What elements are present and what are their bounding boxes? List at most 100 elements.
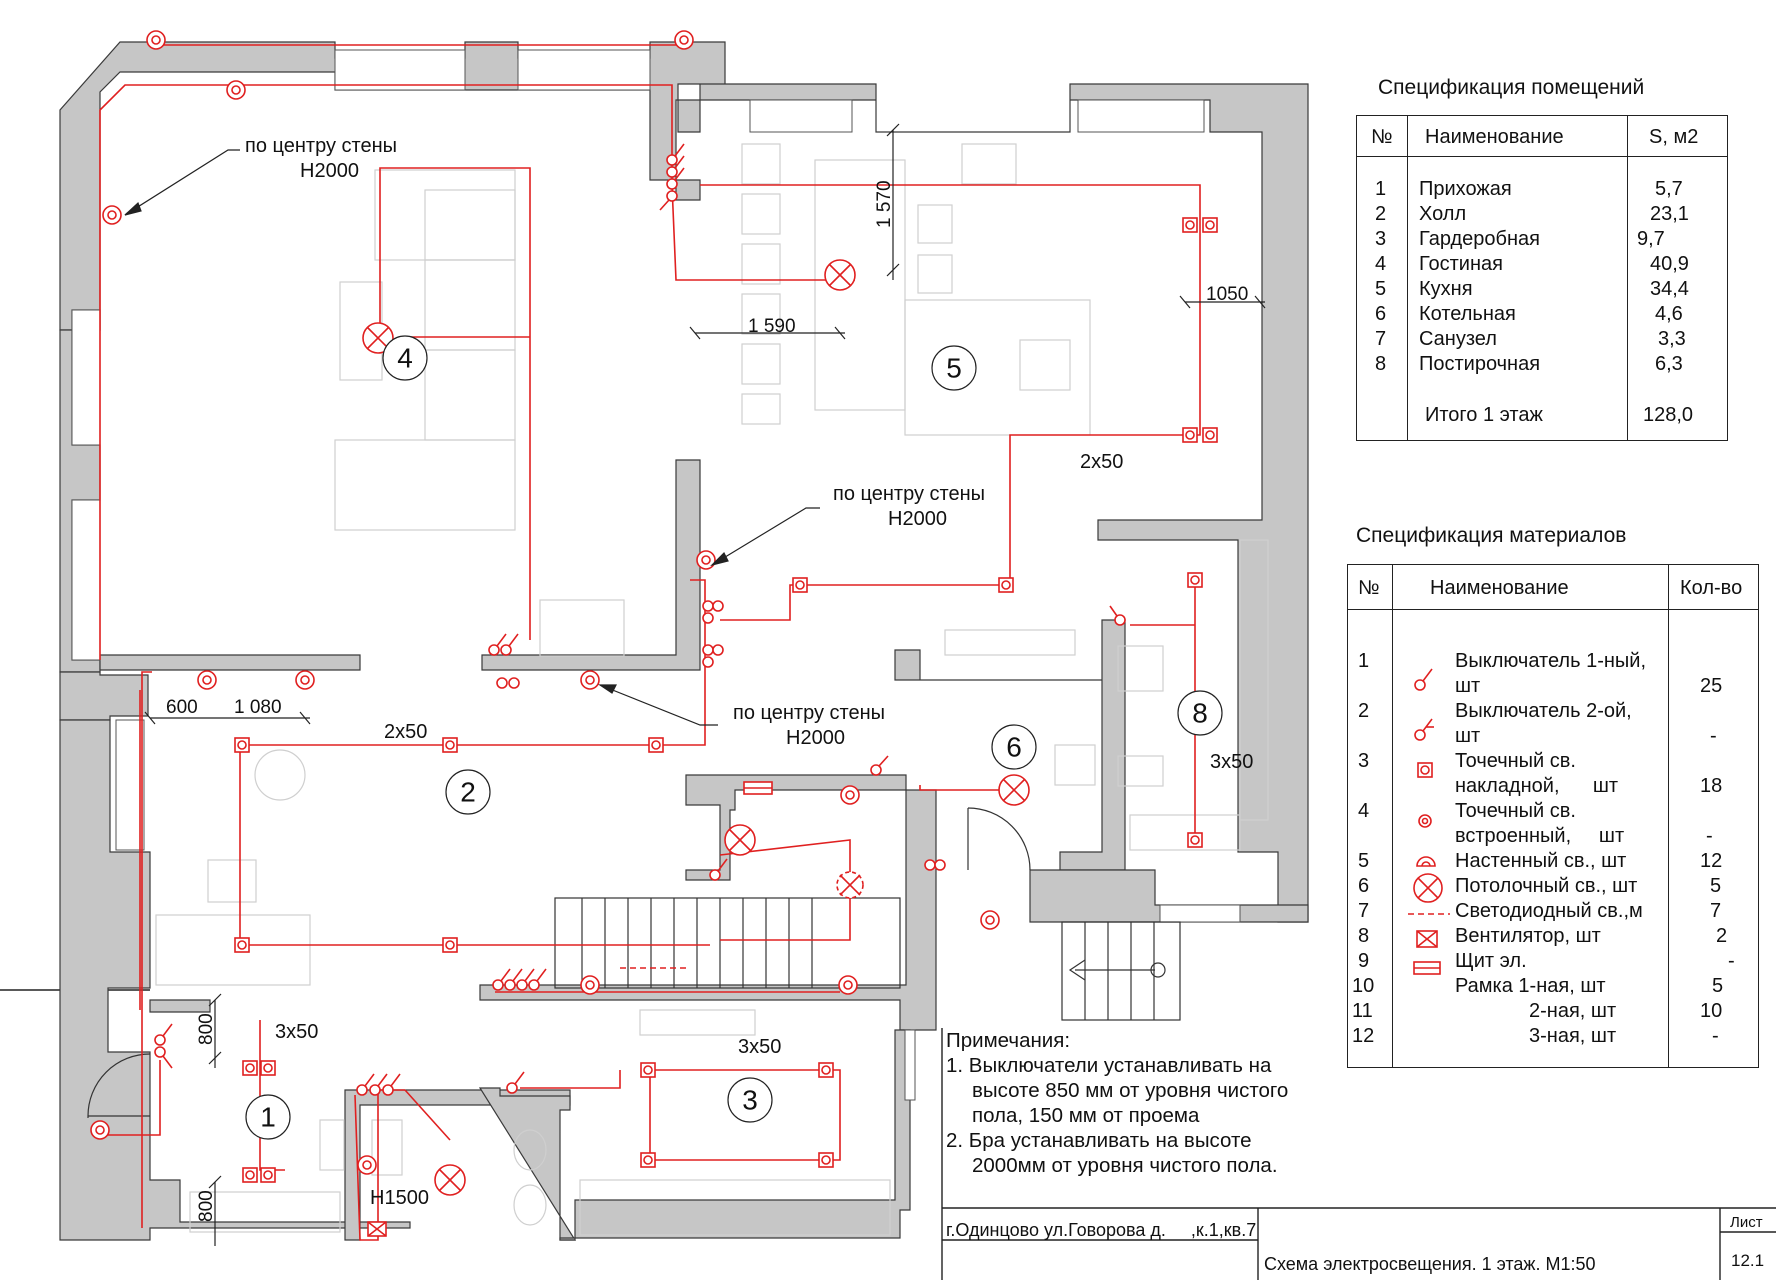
- fan-icon: [1416, 930, 1438, 948]
- room-num: 5: [1375, 278, 1387, 300]
- svg-text:8: 8: [1192, 698, 1208, 729]
- mat-num: 6: [1358, 875, 1370, 897]
- mat-name-2: накладной, шт: [1455, 775, 1619, 797]
- mat-name: Выключатель 2-ой,: [1455, 700, 1632, 722]
- drawing-title: Схема электросвещения. 1 этаж. М1:50: [1264, 1254, 1596, 1274]
- mat-qty: 5: [1710, 875, 1722, 897]
- wall-center-note: по центру стены: [833, 483, 985, 505]
- room-marker: 4: [382, 335, 428, 381]
- room-num: 8: [1375, 353, 1387, 375]
- mat-name: Точечный св.: [1455, 750, 1576, 772]
- ceiling-light-icon: [824, 259, 856, 291]
- room-name: Кухня: [1419, 278, 1473, 300]
- room-num: 1: [1375, 178, 1387, 200]
- mat-name: Выключатель 1-ный,: [1455, 650, 1646, 672]
- title-block: г.Одинцово ул.Говорова д. ,к.1,кв.7 Схем…: [942, 1208, 1776, 1280]
- mat-name: Рамка 1-ная, шт: [1455, 975, 1606, 997]
- dim-label: 800: [196, 1013, 217, 1045]
- room-num: 4: [1375, 253, 1387, 275]
- plan-annotations: по центру стены H2000 по центру стены H2…: [166, 135, 1253, 1222]
- room-area: 4,6: [1655, 303, 1683, 325]
- room-name: Санузел: [1419, 328, 1497, 350]
- mat-qty: -: [1712, 1025, 1719, 1047]
- ceiling-light-icon: [434, 1164, 466, 1196]
- col-qty-header: Кол-во: [1680, 577, 1743, 599]
- wall-light-icons: [90, 30, 1000, 1175]
- mat-name: Светодиодный св.,м: [1455, 900, 1643, 922]
- mat-name: Потолочный св., шт: [1455, 875, 1638, 897]
- room-marker: 3: [727, 1077, 773, 1123]
- mat-qty: 2: [1716, 925, 1728, 947]
- mat-num: 9: [1358, 950, 1370, 972]
- leader-lines: [124, 149, 820, 726]
- room-name: Прихожая: [1419, 178, 1512, 200]
- cable-label: 3x50: [275, 1021, 318, 1043]
- note-item: 2. Бра устанавливать на высоте 2000мм от…: [946, 1129, 1278, 1177]
- drawing-frame: [0, 989, 1776, 1280]
- wall-center-height: H2000: [888, 508, 947, 530]
- mat-num: 8: [1358, 925, 1370, 947]
- room-name: Холл: [1419, 203, 1467, 225]
- svg-text:4: 4: [397, 343, 413, 374]
- mat-qty: 5: [1712, 975, 1724, 997]
- materials-legend-symbols: [1408, 668, 1450, 975]
- mat-num: 10: [1352, 975, 1375, 997]
- materials-spec-table: № Наименование Кол-во 1 Выключатель 1-ны…: [1347, 564, 1759, 1068]
- rooms-spec-table: № Наименование S, м2 1 Прихожая 5,7 2 Хо…: [1356, 115, 1728, 441]
- svg-text:5: 5: [946, 353, 962, 384]
- dim-label: 1050: [1206, 284, 1248, 305]
- cable-label: 3x50: [738, 1036, 781, 1058]
- ceiling-light-icon: [1413, 873, 1443, 903]
- height-note: Н1500: [370, 1187, 429, 1209]
- sheet-number: 12.1: [1731, 1251, 1765, 1270]
- dim-label: 800: [196, 1190, 217, 1222]
- ceiling-light-icon: [998, 774, 1030, 806]
- room-marker: 8: [1177, 690, 1223, 736]
- room-marker: 5: [931, 345, 977, 391]
- svg-text:6: 6: [1006, 732, 1022, 763]
- dim-label: 1 570: [874, 180, 895, 228]
- mat-qty: -: [1728, 950, 1735, 972]
- wall-light-icon: [1416, 856, 1436, 867]
- col-name-header: Наименование: [1430, 577, 1569, 599]
- mat-qty: -: [1706, 825, 1713, 847]
- windows: [71, 49, 1241, 1101]
- mat-num: 2: [1358, 700, 1370, 722]
- mat-num: 5: [1358, 850, 1370, 872]
- rooms-spec-title: Спецификация помещений: [1378, 76, 1645, 99]
- mat-num: 4: [1358, 800, 1370, 822]
- room-area: 3,3: [1658, 328, 1686, 350]
- dim-label: 1 080: [234, 697, 282, 718]
- mat-name-2: шт: [1455, 725, 1481, 747]
- dim-label: 600: [166, 697, 198, 718]
- room-marker: 6: [991, 724, 1037, 770]
- mat-num: 7: [1358, 900, 1370, 922]
- col-num-header: №: [1358, 577, 1380, 599]
- mat-num: 12: [1352, 1025, 1375, 1047]
- spot-surface-icon: [1417, 762, 1433, 778]
- room-area: 34,4: [1650, 278, 1689, 300]
- panel-icon: [743, 781, 773, 795]
- switch-2-icon: [1414, 718, 1434, 741]
- fan-icon: [367, 1221, 387, 1237]
- mat-qty: 25: [1700, 675, 1723, 697]
- mat-qty: 18: [1700, 775, 1723, 797]
- room-num: 7: [1375, 328, 1387, 350]
- mat-qty: -: [1710, 725, 1717, 747]
- staircase: [554, 897, 1181, 1021]
- notes: Примечания: 1. Выключатели устанавливать…: [946, 1028, 1326, 1178]
- room-area: 5,7: [1655, 178, 1683, 200]
- wall-center-note: по центру стены: [733, 702, 885, 724]
- mat-name: Щит эл.: [1455, 950, 1527, 972]
- spot-recessed-icon: [1418, 814, 1432, 828]
- wall-center-height: H2000: [300, 160, 359, 182]
- room-marker: 1: [245, 1094, 291, 1140]
- doors: [87, 807, 1031, 1118]
- cable-label: 2x50: [384, 721, 427, 743]
- notes-title: Примечания:: [946, 1029, 1071, 1052]
- room-name: Гостиная: [1419, 253, 1503, 275]
- sheet-label: Лист: [1730, 1214, 1763, 1231]
- room-num: 2: [1375, 203, 1387, 225]
- mat-name: 3-ная, шт: [1529, 1025, 1617, 1047]
